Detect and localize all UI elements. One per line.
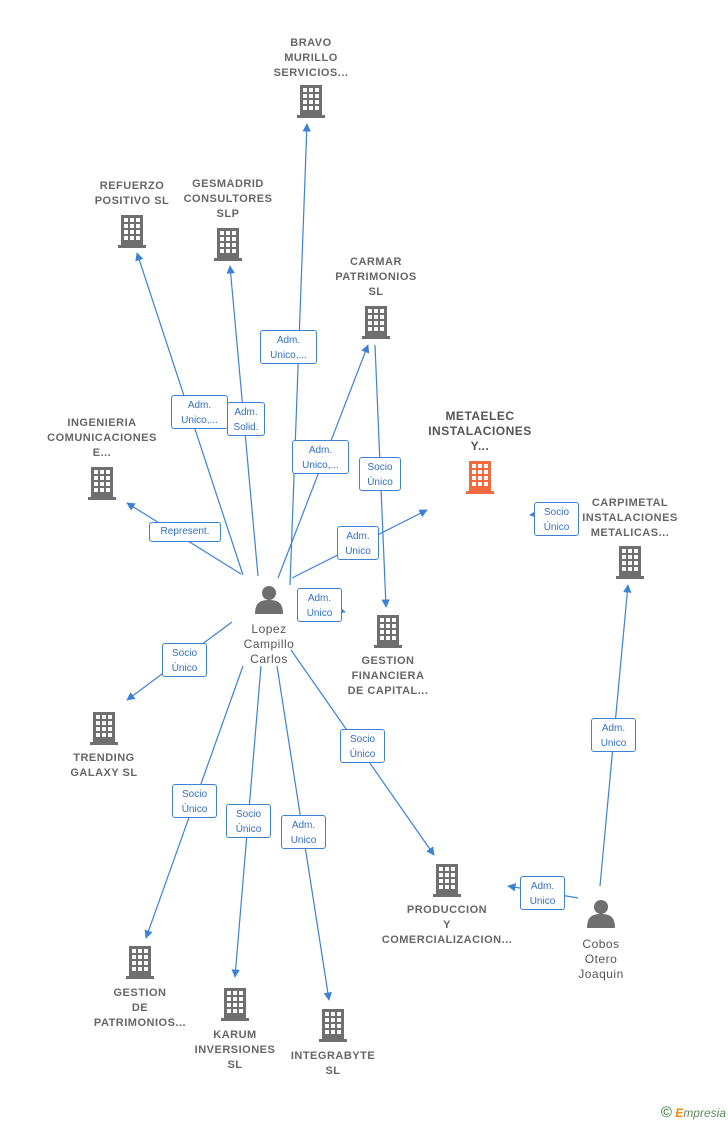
building-icon[interactable] — [118, 215, 146, 248]
building-icon[interactable] — [88, 467, 116, 500]
node-label-produccion[interactable]: PRODUCCION Y COMERCIALIZACION... — [381, 904, 513, 946]
building-icon[interactable] — [616, 546, 644, 579]
edge-label-cobos-carpimetal[interactable]: Adm. Unico — [591, 718, 636, 752]
building-icon[interactable] — [126, 946, 154, 979]
edge-label-cobos-produccion[interactable]: Adm. Unico — [520, 876, 565, 910]
node-label-gesmadrid[interactable]: GESMADRID CONSULTORES SLP — [183, 178, 273, 220]
node-label-refuerzo[interactable]: REFUERZO POSITIVO SL — [94, 180, 170, 207]
brand-name: mpresia — [683, 1106, 726, 1120]
node-label-cobos[interactable]: Cobos Otero Joaquin — [578, 937, 624, 981]
node-label-ingenieria[interactable]: INGENIERIA COMUNICACIONES E... — [47, 417, 157, 459]
person-icon[interactable] — [587, 900, 615, 928]
edge-label-lopez-gestionfin[interactable]: Adm. Unico — [297, 588, 342, 622]
node-label-lopez[interactable]: Lopez Campillo Carlos — [243, 622, 295, 666]
node-label-trending[interactable]: TRENDING GALAXY SL — [70, 752, 138, 779]
node-label-gestionfin[interactable]: GESTION FINANCIERA DE CAPITAL... — [347, 655, 429, 697]
edge-label-carpimetal-metaelec[interactable]: Socio Único — [534, 502, 579, 536]
building-icon[interactable] — [221, 988, 249, 1021]
edge-label-lopez-karum[interactable]: Socio Único — [226, 804, 271, 838]
person-icon[interactable] — [255, 586, 283, 614]
edge-label-lopez-integrabyte[interactable]: Adm. Unico — [281, 815, 326, 849]
building-icon[interactable] — [90, 712, 118, 745]
building-icon[interactable] — [319, 1009, 347, 1042]
edge-label-lopez-bravo[interactable]: Adm. Unico,... — [260, 330, 317, 364]
building-icon[interactable] — [214, 228, 242, 261]
brand-initial: E — [675, 1106, 684, 1120]
edge-label-lopez-gesmadrid[interactable]: Adm. Solid. — [227, 402, 265, 436]
edge-label-lopez-metaelec[interactable]: Adm. Unico — [337, 526, 379, 560]
building-icon[interactable] — [362, 306, 390, 339]
footer-brand: © Empresia — [661, 1104, 726, 1121]
edge-label-lopez-refuerzo[interactable]: Adm. Unico,... — [171, 395, 228, 429]
building-icon[interactable] — [297, 85, 325, 118]
node-label-metaelec[interactable]: METAELEC INSTALACIONES Y... — [428, 409, 532, 453]
node-label-integrabyte[interactable]: INTEGRABYTE SL — [290, 1050, 376, 1077]
edge-label-lopez-trending[interactable]: Socio Único — [162, 643, 207, 677]
edge-label-lopez-ingenieria[interactable]: Represent. — [149, 522, 221, 542]
edge-label-lopez-produccion[interactable]: Socio Único — [340, 729, 385, 763]
focus-building-icon[interactable] — [466, 461, 494, 494]
node-label-karum[interactable]: KARUM INVERSIONES SL — [194, 1029, 276, 1071]
node-label-bravo[interactable]: BRAVO MURILLO SERVICIOS... — [273, 37, 349, 79]
node-label-gestionpat[interactable]: GESTION DE PATRIMONIOS... — [93, 987, 187, 1029]
building-icon[interactable] — [433, 864, 461, 897]
copyright-icon: © — [660, 1104, 672, 1121]
edge-label-lopez-carmar[interactable]: Adm. Unico,... — [292, 440, 349, 474]
edge-label-carmar-gestionfin[interactable]: Socio Único — [359, 457, 401, 491]
building-icon[interactable] — [374, 615, 402, 648]
node-label-carpimetal[interactable]: CARPIMETAL INSTALACIONES METALICAS... — [582, 497, 678, 539]
edge-label-lopez-gestionpat[interactable]: Socio Único — [172, 784, 217, 818]
node-label-carmar[interactable]: CARMAR PATRIMONIOS SL — [335, 256, 417, 298]
